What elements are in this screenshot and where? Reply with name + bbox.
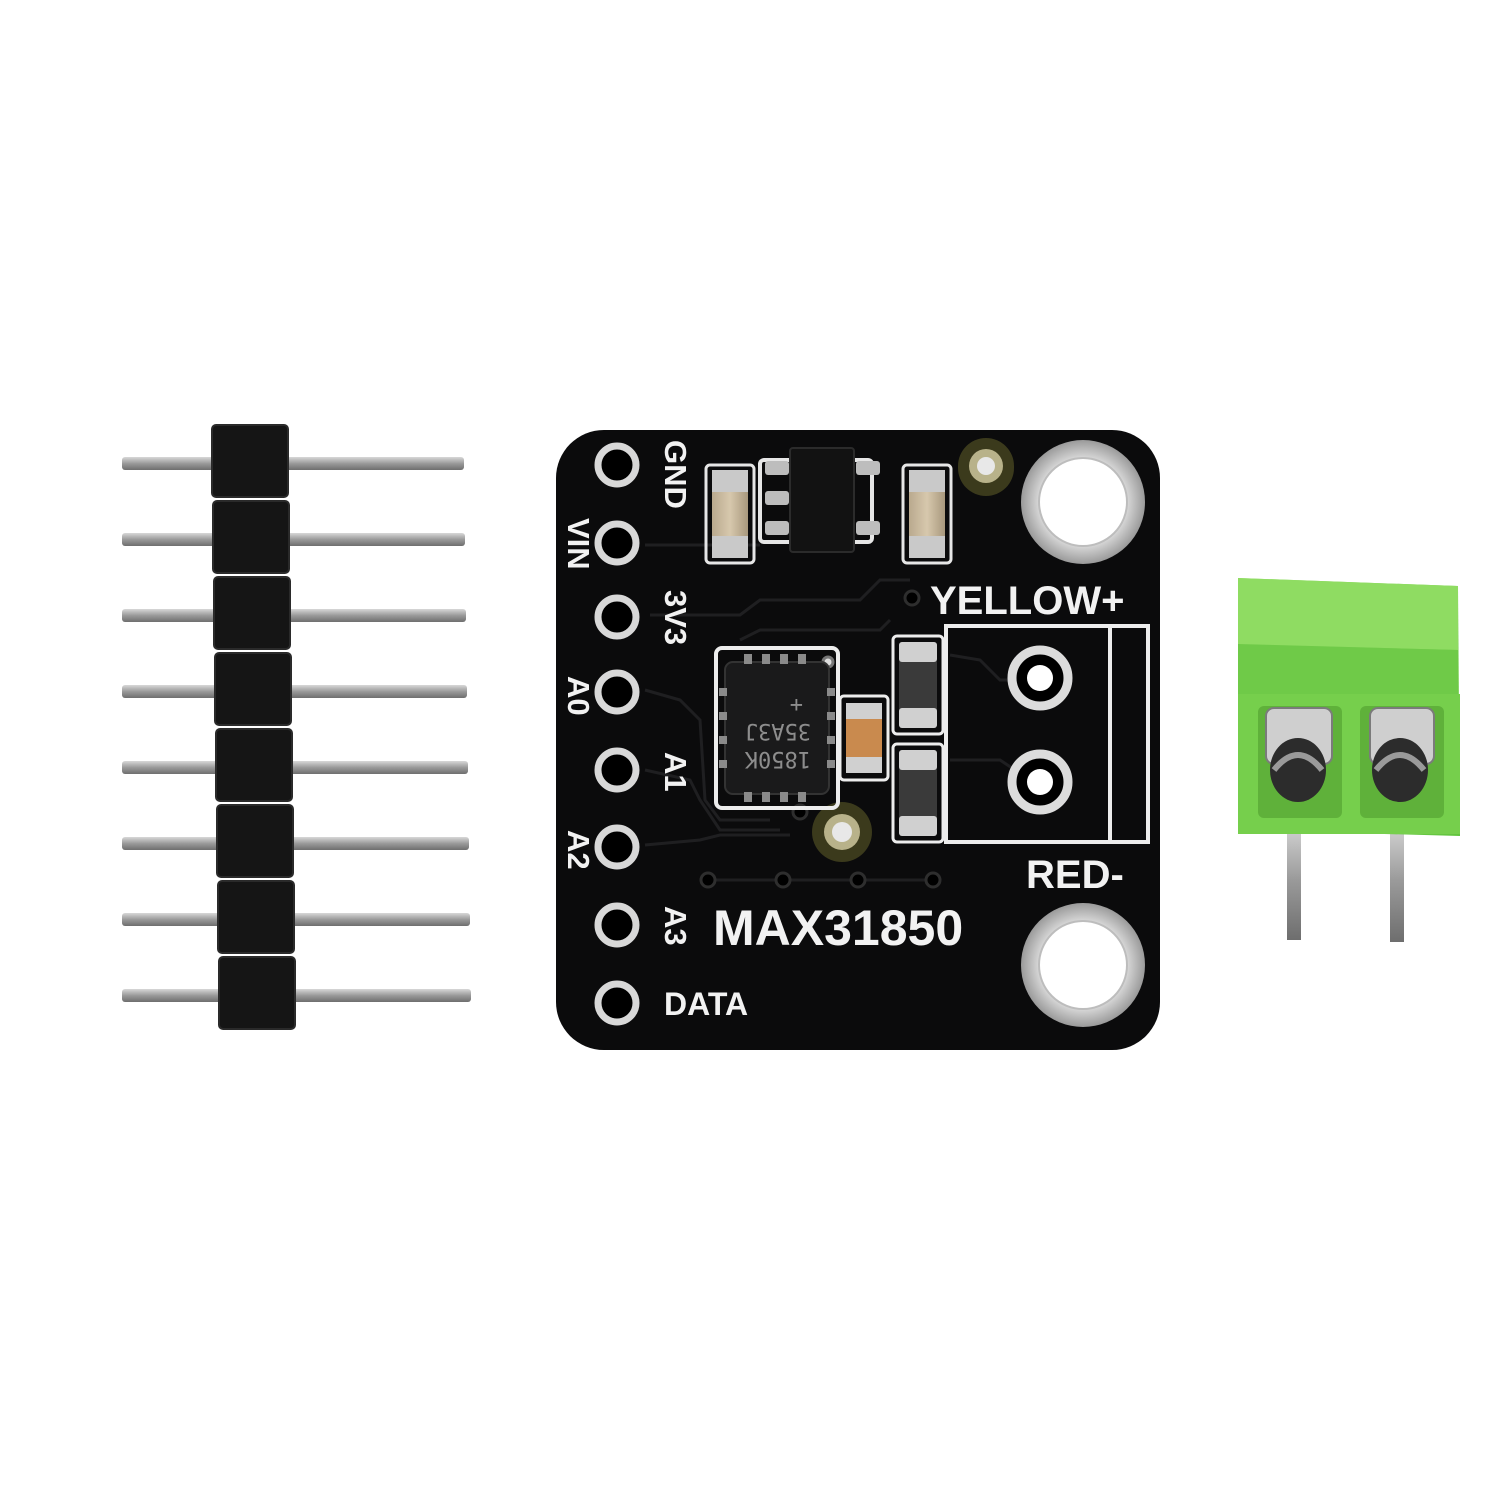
terminal-pad-minus bbox=[1007, 749, 1073, 815]
pad-3v3 bbox=[594, 594, 640, 640]
pcb-vias bbox=[699, 589, 942, 889]
capacitor-c3 bbox=[838, 694, 890, 782]
pad-a3 bbox=[594, 902, 640, 948]
label-red-minus: RED- bbox=[1026, 853, 1124, 897]
header-plastic-segment bbox=[212, 500, 290, 574]
header-plastic-segment bbox=[214, 652, 292, 726]
header-plastic-segment bbox=[216, 804, 294, 878]
pin-label-gnd: GND bbox=[658, 440, 693, 509]
voltage-regulator bbox=[758, 447, 880, 553]
chip-marking-line1: 1850K bbox=[744, 746, 811, 771]
terminal-pad-plus bbox=[1007, 645, 1073, 711]
pad-a2 bbox=[594, 824, 640, 870]
header-plastic-segment bbox=[211, 424, 289, 498]
ferrite-bead-1 bbox=[891, 634, 945, 736]
pcb-traces bbox=[644, 543, 1031, 882]
gold-test-pad-bottom bbox=[812, 802, 872, 862]
pin-label-a0: A0 bbox=[561, 676, 596, 716]
header-pin bbox=[122, 913, 470, 926]
header-plastic-segment bbox=[215, 728, 293, 802]
terminal-clamp-left bbox=[1265, 707, 1333, 802]
pad-vin bbox=[594, 520, 640, 566]
chip-marking-line2: 35A3J bbox=[745, 718, 811, 743]
header-plastic-segment bbox=[213, 576, 291, 650]
mounting-hole-top bbox=[1021, 440, 1145, 564]
terminal-leg-left bbox=[1287, 820, 1301, 940]
gold-test-pad-top bbox=[958, 438, 1014, 496]
capacitor-c1 bbox=[704, 463, 756, 565]
header-pin bbox=[122, 533, 465, 546]
header-pin bbox=[122, 457, 464, 470]
pad-data bbox=[594, 980, 640, 1026]
header-pin bbox=[122, 609, 466, 622]
chip-marking-plus: + bbox=[790, 692, 803, 717]
pin-label-3v3: 3V3 bbox=[658, 590, 693, 645]
header-pin bbox=[122, 989, 471, 1002]
pad-a1 bbox=[594, 747, 640, 793]
header-plastic-segment bbox=[218, 956, 296, 1030]
board-title: MAX31850 bbox=[713, 900, 963, 956]
max31850-chip: 1850K 35A3J + bbox=[714, 646, 840, 810]
pin-label-a1: A1 bbox=[658, 752, 693, 792]
ferrite-bead-2 bbox=[891, 742, 945, 844]
header-plastic-segment bbox=[217, 880, 295, 954]
terminal-clamp-right bbox=[1369, 707, 1435, 802]
header-pin bbox=[122, 761, 468, 774]
header-pin bbox=[122, 837, 469, 850]
label-yellow-plus: YELLOW+ bbox=[930, 579, 1124, 623]
terminal-leg-right bbox=[1390, 820, 1404, 942]
pin-label-a2: A2 bbox=[561, 830, 596, 870]
pad-a0 bbox=[594, 669, 640, 715]
pad-gnd bbox=[594, 442, 640, 488]
edge-pads bbox=[594, 442, 640, 1026]
mounting-hole-bottom bbox=[1021, 903, 1145, 1027]
screw-terminal-block bbox=[1238, 578, 1460, 942]
pin-label-vin: VIN bbox=[561, 518, 596, 570]
pin-label-a3: A3 bbox=[658, 906, 693, 946]
capacitor-c2 bbox=[901, 463, 953, 565]
terminal-footprint bbox=[944, 624, 1150, 844]
pin-header bbox=[122, 424, 471, 1030]
pin-label-data: DATA bbox=[664, 986, 748, 1022]
header-pin bbox=[122, 685, 467, 698]
pcb-board: GND VIN 3V3 A0 A1 A2 A3 DATA bbox=[556, 430, 1160, 1050]
